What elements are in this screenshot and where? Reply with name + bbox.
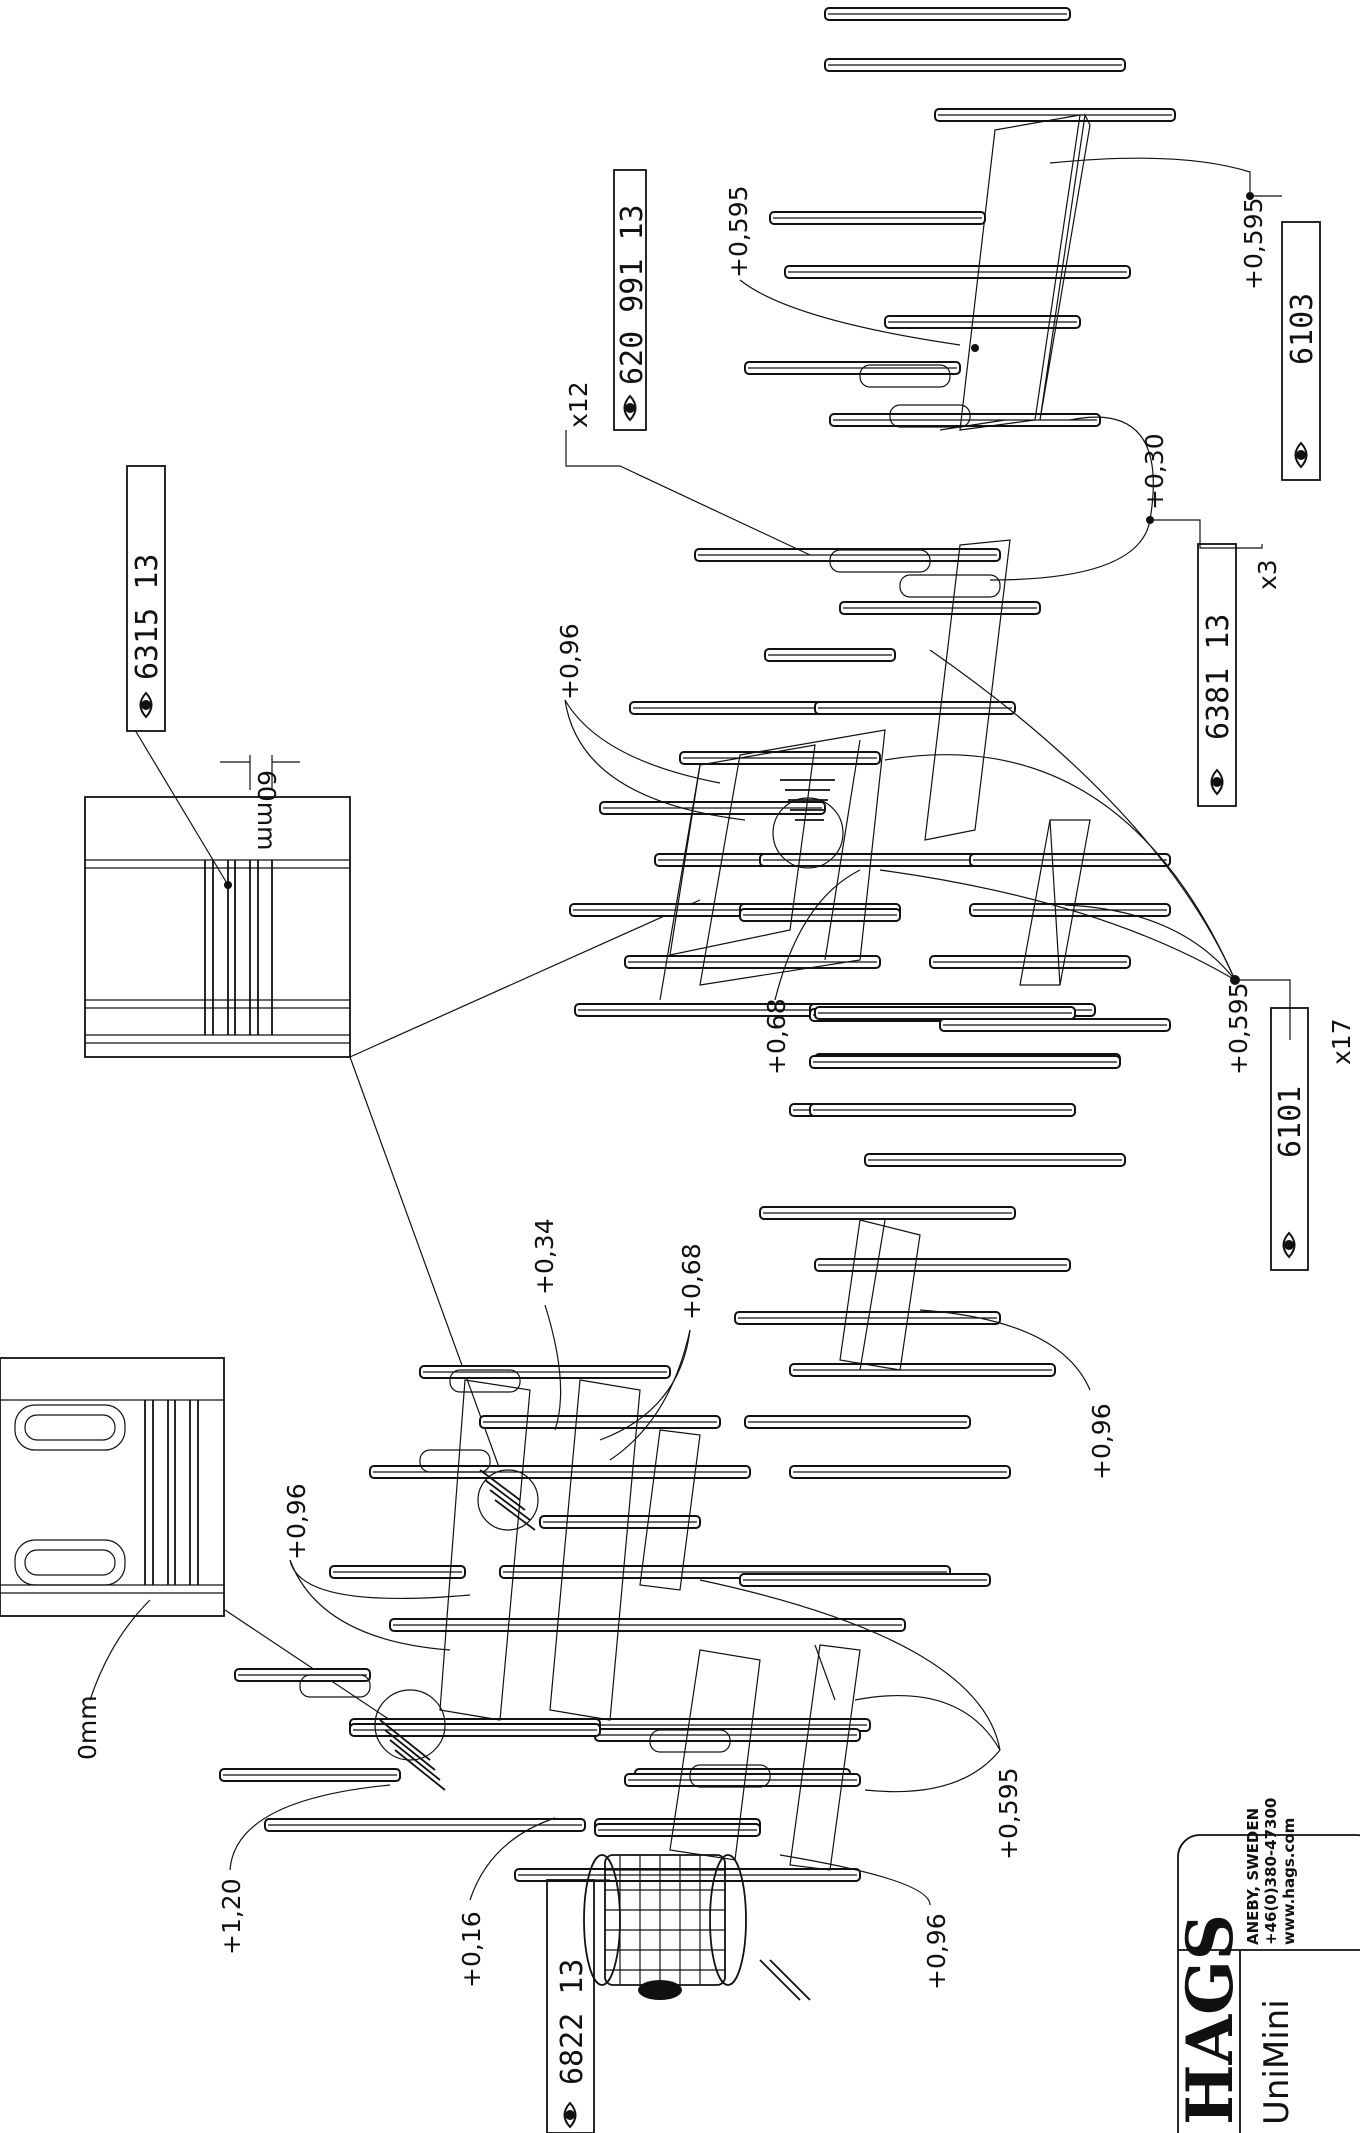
height-label: +0,96	[282, 1483, 311, 1560]
part-count-620991: x12	[564, 381, 593, 428]
height-label: +1,20	[217, 1878, 246, 1955]
dimension-0mm-label: 0mm	[73, 1695, 102, 1760]
detail-leader-top	[349, 899, 701, 1058]
part-label-6315: 6315 13	[126, 465, 166, 732]
height-label: +0,595	[994, 1767, 1023, 1860]
detail-view-top	[84, 729, 351, 1058]
part-code-6101: 6101	[1273, 1086, 1308, 1158]
product-name: UniMini	[1257, 1999, 1297, 2125]
part-count-6101: x17	[1327, 1018, 1356, 1065]
height-label: +0,30	[1140, 433, 1169, 510]
part-label-6822: 6822 13	[546, 1879, 595, 2133]
height-label: +0,96	[555, 623, 584, 700]
part-label-6381: 6381 13 x3	[1197, 543, 1282, 807]
height-label: +0,595	[1239, 197, 1268, 290]
part-count-6381: x3	[1253, 559, 1282, 590]
title-block: ANEBY, SWEDEN +46(0)380-47300 www.hags.c…	[1173, 1798, 1360, 2133]
height-labels: +0,96 +0,595 +0,30 +0,595 +0,68 +0,595 +…	[217, 185, 1268, 1990]
detail-leader-bottom	[349, 1056, 501, 1471]
height-label: +0,16	[457, 1911, 486, 1988]
stair-rungs	[374, 779, 844, 1791]
height-label: +0,96	[1087, 1403, 1116, 1480]
dimension-60mm: 60mm	[220, 755, 300, 851]
company-address-line3: www.hags.com	[1280, 1818, 1298, 1945]
part-code-6315: 6315 13	[130, 554, 165, 680]
company-address-line1: ANEBY, SWEDEN	[1244, 1808, 1262, 1945]
height-label: +0,68	[677, 1243, 706, 1320]
part-label-620991: 620 991 13 x12	[564, 169, 650, 431]
part-code-620991: 620 991 13	[615, 204, 650, 385]
crawl-tunnel	[583, 1854, 811, 2001]
deck-frames-upper	[659, 113, 1091, 1001]
deck-frames-lower	[439, 1219, 921, 1871]
company-address-line2: +46(0)380-47300	[1262, 1798, 1280, 1945]
part-label-6103: 6103	[1281, 221, 1321, 481]
part-label-6101: 6101 x17	[1270, 1007, 1356, 1271]
platform-pipes	[219, 7, 1176, 1882]
part-code-6103: 6103	[1285, 293, 1320, 365]
dimension-60mm-label: 60mm	[252, 770, 281, 851]
height-label: +0,595	[724, 185, 753, 278]
height-label: +0,34	[530, 1218, 559, 1295]
brand-logo: HAGS	[1173, 1914, 1248, 2125]
height-label: +0,68	[762, 998, 791, 1075]
handles	[299, 364, 1001, 1788]
detail-view-bottom: 0mm	[0, 1357, 391, 1760]
height-label: +0,96	[922, 1913, 951, 1990]
part-code-6822: 6822 13	[555, 1959, 590, 2085]
part-code-6381: 6381 13	[1201, 614, 1236, 740]
leader-lines	[229, 157, 1291, 1906]
height-label: +0,595	[1224, 982, 1253, 1075]
